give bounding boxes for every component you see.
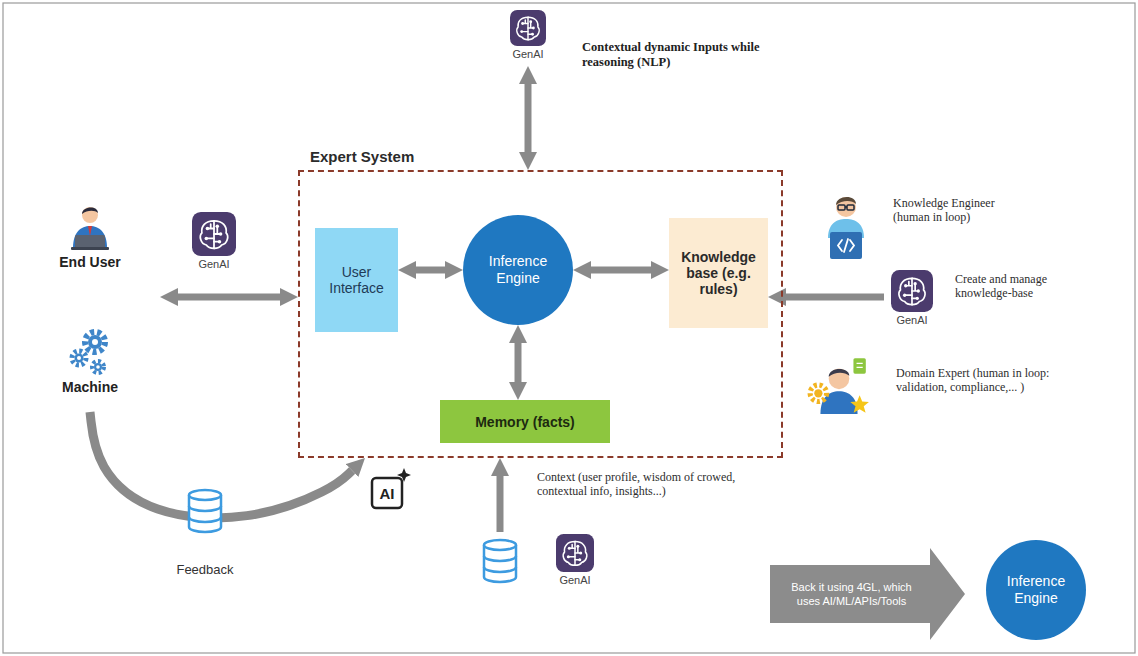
annotation: Knowledge Engineer (human in loop) [893,196,1023,225]
connector-arrow [786,294,884,301]
block-arrow: Back it using 4GL, which uses AI/ML/APIs… [770,548,965,640]
domain-expert-icon [810,358,869,414]
node-text: GenAI [896,314,927,326]
node-text: User Interface [319,264,394,296]
node-text: Inference Engine [473,253,563,288]
icon [556,534,594,572]
connector-arrow [515,343,522,382]
icon [510,10,546,46]
annotation: Create and manage knowledge-base [955,272,1090,301]
annotation: Feedback [165,562,245,577]
database-icon [484,540,516,582]
end-user-node: End User [20,200,160,305]
connector-arrow [416,267,445,274]
icon-label: GenAI [180,258,248,270]
icon [891,270,933,312]
connector-arrow [497,476,504,532]
database-icon [480,538,520,584]
genai-node: GenAI [474,532,608,598]
inference-circle: Inference Engine [463,215,573,325]
annotation: Domain Expert (human in loop: validation… [896,366,1056,395]
connector-arrow [525,84,532,152]
ai-icon-frame [372,478,402,508]
node-text: End User [59,254,120,270]
genai-node: GenAI [884,268,940,332]
node-text: Back it using 4GL, which uses AI/ML/APIs… [780,580,923,609]
node-text: GenAI [512,48,543,60]
connector-arrow [178,294,280,301]
arrow-shape [770,548,965,640]
icon [72,332,105,373]
knowledge-box: Knowledge base (e.g. rules) [669,218,768,328]
arrow-fill [770,548,965,640]
icon-column: GenAI [556,532,594,586]
circle-fill [463,215,573,325]
expert-system-boundary: Expert SystemUser InterfaceInference Eng… [298,170,783,458]
icon [65,202,115,252]
node-text: GenAI [559,574,590,586]
process-box: User Interface [315,228,398,332]
icon-column: GenAI [500,8,556,60]
memory-box: Memory (facts) [440,400,610,443]
circle-fill [986,540,1086,640]
group-heading: Expert System [310,148,414,165]
machine-node: Machine [40,325,140,412]
icon-text: AI [372,478,402,508]
icon [71,207,109,250]
genai-node: GenAI [500,8,556,66]
icon-column: GenAI [884,268,940,326]
node-text: Knowledge base (e.g. rules) [673,249,764,297]
node-text: Inference Engine [996,573,1076,608]
icon [891,270,933,312]
annotation: Contextual dynamic Inputs while reasonin… [582,40,760,70]
icon-column: Machine [40,325,140,395]
icon-column: End User [20,200,160,270]
knowledge-engineer-icon [828,197,864,259]
sparkle [397,468,411,482]
genai-icon [192,212,236,256]
connector-arrow [591,267,651,274]
inference-circle: Inference Engine [986,540,1086,640]
icon [65,327,115,377]
node-text: Memory (facts) [475,414,575,430]
node-text: Machine [62,379,118,395]
frame [3,3,1135,653]
icon [510,10,546,46]
annotation: Context (user profile, wisdom of crowed,… [537,470,752,499]
database-icon [189,490,221,532]
icon [556,534,594,572]
